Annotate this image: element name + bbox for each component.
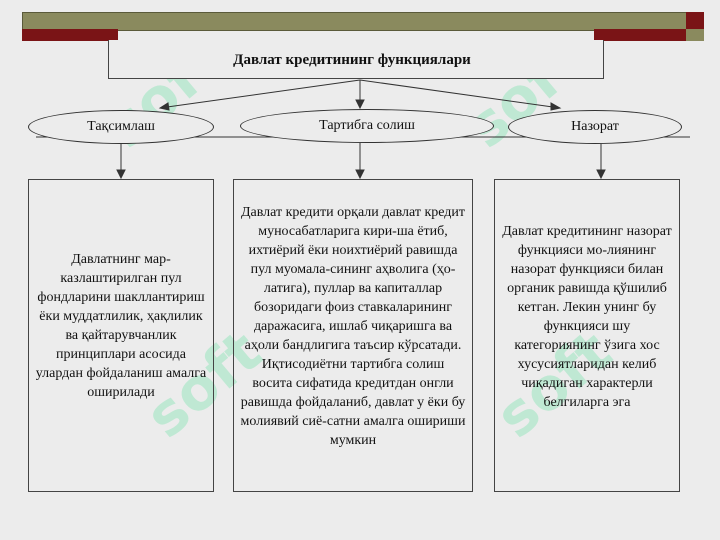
description-box-distribution: Давлатнинг мар-казлаштирилган пул фондла… <box>28 179 214 492</box>
description-box-control: Давлат кредитининг назорат функцияси мо-… <box>494 179 680 492</box>
title-box: Давлат кредитининг функциялари <box>108 40 604 79</box>
arrowhead <box>158 102 170 111</box>
function-name: Тартибга солиш <box>319 118 415 133</box>
header-band-red-corner <box>686 12 704 29</box>
header-band-olive-corner <box>686 29 704 41</box>
description-text: Давлат кредитининг назорат функцияси мо-… <box>502 224 672 410</box>
description-text: Давлатнинг мар-казлаштирилган пул фондла… <box>35 251 207 400</box>
arrowhead <box>355 169 365 180</box>
arrowhead <box>355 99 365 110</box>
function-oval-regulation: Тартибга солиш <box>240 109 494 143</box>
description-text: Давлат кредити орқали давлат кредит муно… <box>240 205 466 448</box>
connector-title-right <box>359 79 561 109</box>
arrowhead <box>596 169 606 180</box>
function-name: Тақсимлаш <box>87 119 155 134</box>
description-box-regulation: Давлат кредити орқали давлат кредит муно… <box>233 179 473 492</box>
function-oval-distribution: Тақсимлаш <box>28 110 214 144</box>
diagram-title: Давлат кредитининг функциялари <box>233 51 471 68</box>
arrowhead <box>550 102 562 111</box>
header-band-red-right <box>594 29 686 41</box>
header-band-red-left <box>22 29 118 41</box>
connector-title-left <box>159 79 361 109</box>
function-oval-control: Назорат <box>508 110 682 144</box>
function-name: Назорат <box>571 119 619 134</box>
arrowhead <box>116 169 126 180</box>
